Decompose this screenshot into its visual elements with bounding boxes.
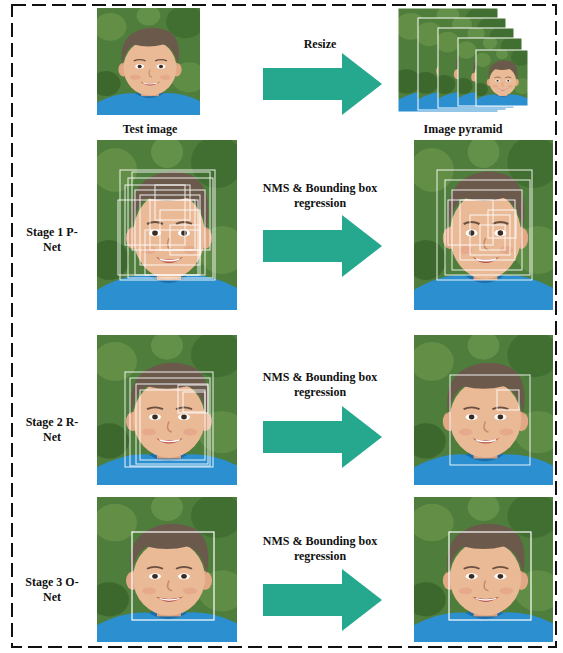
pyramid-edge xyxy=(476,50,528,106)
bounding-box xyxy=(452,190,522,270)
arrow-label: NMS & Bounding box regression xyxy=(240,534,400,564)
bounding-box xyxy=(125,372,213,467)
image-caption: Test image xyxy=(90,122,210,137)
image-pyramid xyxy=(392,6,531,112)
bounding-box xyxy=(460,200,515,260)
bounding-box xyxy=(178,385,208,413)
detection-image xyxy=(406,136,562,310)
bounding-box xyxy=(437,170,532,280)
bounding-box xyxy=(118,200,198,275)
block-arrow xyxy=(263,569,382,631)
block-arrow xyxy=(263,215,382,277)
pyramid-level xyxy=(473,49,531,106)
detection-image xyxy=(406,494,562,642)
arrow-label: NMS & Bounding box regression xyxy=(240,181,400,211)
block-arrow xyxy=(263,53,382,115)
block-arrow xyxy=(263,406,382,468)
bounding-box xyxy=(136,384,208,464)
bounding-box xyxy=(445,180,530,275)
detection-image xyxy=(89,331,246,485)
candidate-boxes xyxy=(437,170,532,280)
stage-label: Stage 3 O-Net xyxy=(24,575,80,605)
detection-image xyxy=(89,494,246,642)
bounding-box xyxy=(470,215,510,255)
bounding-box xyxy=(450,375,530,465)
stage-label: Stage 1 P-Net xyxy=(24,225,80,255)
image-caption: Image pyramid xyxy=(393,122,533,137)
arrow-label: NMS & Bounding box regression xyxy=(240,370,400,400)
detection-image xyxy=(89,136,246,310)
candidate-boxes xyxy=(450,375,530,465)
bounding-box xyxy=(449,532,531,620)
bounding-box xyxy=(135,190,205,275)
candidate-boxes xyxy=(125,372,213,467)
bounding-box xyxy=(128,178,213,278)
arrow-label: Resize xyxy=(240,37,400,52)
detection-image xyxy=(406,331,562,485)
stage-label: Stage 2 R-Net xyxy=(24,415,80,445)
bounding-box xyxy=(497,390,519,410)
bounding-box xyxy=(488,210,516,238)
test-image xyxy=(91,5,207,115)
bounding-box xyxy=(130,378,210,466)
bounding-box xyxy=(183,392,205,412)
bounding-box xyxy=(132,532,214,620)
bounding-box xyxy=(155,185,190,220)
bounding-box xyxy=(448,200,493,245)
candidate-boxes xyxy=(118,170,215,280)
bounding-box xyxy=(145,230,200,275)
bounding-box xyxy=(132,172,210,250)
bounding-box xyxy=(140,390,205,460)
bounding-box xyxy=(120,170,215,280)
